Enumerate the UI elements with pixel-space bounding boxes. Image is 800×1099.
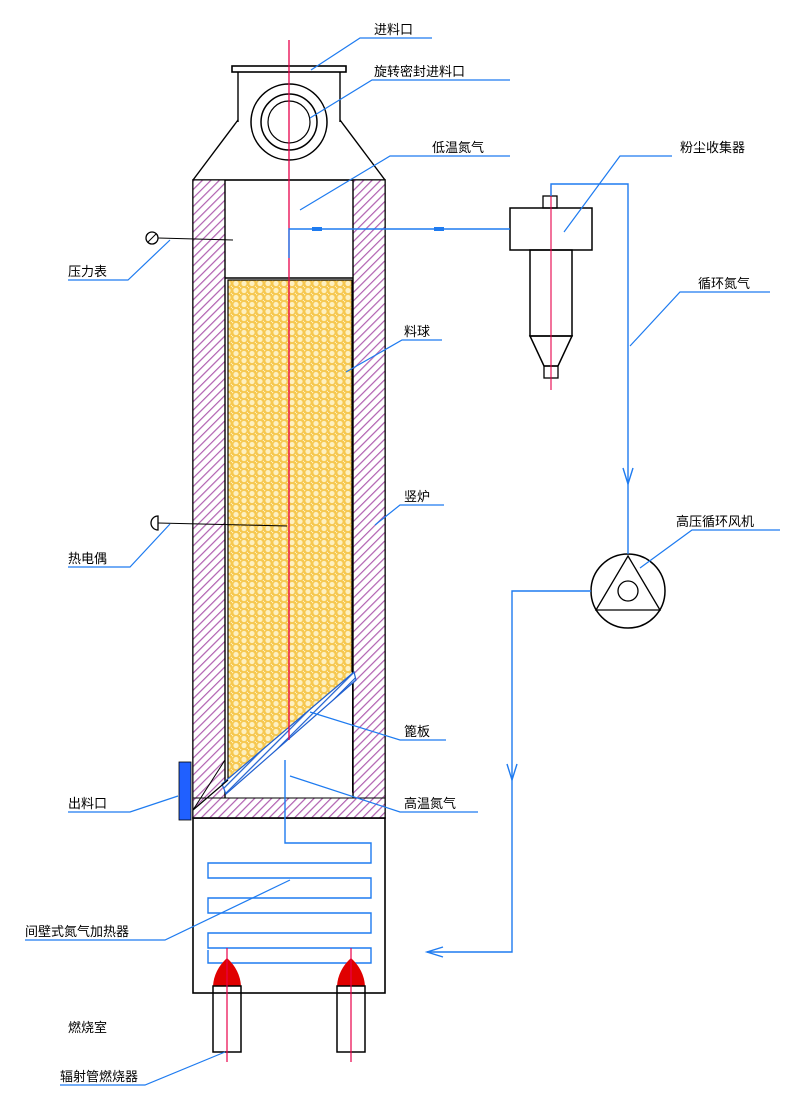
label-high-temp-nitrogen: 高温氮气 — [404, 796, 456, 812]
heater-section — [192, 760, 386, 1062]
gas-lines — [288, 183, 634, 958]
labels: 进料口 旋转密封进料口 低温氮气 粉尘收集器 循环氮气 压力表 料球 竖炉 高压… — [25, 23, 754, 1085]
heater-coil — [207, 760, 372, 964]
fan-impeller — [594, 554, 662, 611]
shaft-furnace-body — [178, 179, 386, 821]
refractory-bottom — [192, 797, 386, 819]
thermocouple — [150, 515, 288, 531]
leader-lines — [25, 37, 780, 1086]
label-shaft-furnace: 竖炉 — [404, 490, 430, 505]
label-pellets: 料球 — [404, 325, 430, 340]
label-indirect-heater: 间壁式氮气加热器 — [25, 924, 129, 940]
label-radiant-tube-burner: 辐射管燃烧器 — [60, 1069, 138, 1085]
fan-housing — [590, 553, 666, 629]
thermocouple-icon — [150, 515, 159, 531]
pressure-gauge — [145, 231, 234, 245]
label-pressure-gauge: 压力表 — [68, 265, 107, 280]
label-dust-collector: 粉尘收集器 — [680, 140, 745, 156]
refractory-wall-right — [352, 179, 386, 819]
label-high-pressure-fan: 高压循环风机 — [676, 514, 754, 530]
label-circulating-nitrogen: 循环氮气 — [698, 276, 750, 292]
thermocouple-probe — [157, 522, 288, 527]
label-combustion-chamber: 燃烧室 — [68, 1020, 107, 1036]
discharge-chute — [192, 779, 229, 811]
refractory-wall-left — [192, 179, 226, 819]
return-arrow-left — [424, 946, 444, 958]
discharge-outlet-gate — [178, 761, 192, 821]
label-grate-plate: 篦板 — [404, 725, 430, 740]
dust-collector — [509, 185, 593, 390]
pressure-gauge-probe — [157, 237, 234, 241]
label-thermocouple: 热电偶 — [68, 552, 107, 567]
heater-box — [192, 817, 386, 994]
hopper-right-slope — [339, 119, 386, 181]
return-arrow-down — [506, 763, 518, 783]
fan-outlet-line — [427, 590, 591, 953]
label-discharge-outlet: 出料口 — [68, 797, 107, 812]
dust-collector-top-stub — [542, 195, 558, 209]
label-low-temp-nitrogen: 低温氮气 — [432, 140, 484, 156]
circulating-nitrogen-line — [550, 183, 629, 554]
low-temp-nitrogen-line — [288, 228, 510, 258]
fan-hub — [617, 580, 639, 602]
hopper-left-slope — [192, 119, 239, 181]
label-rotary-seal-inlet: 旋转密封进料口 — [374, 64, 465, 80]
label-feed-inlet: 进料口 — [374, 23, 413, 38]
high-pressure-fan — [590, 553, 666, 629]
fan-arrow-down — [622, 467, 634, 487]
